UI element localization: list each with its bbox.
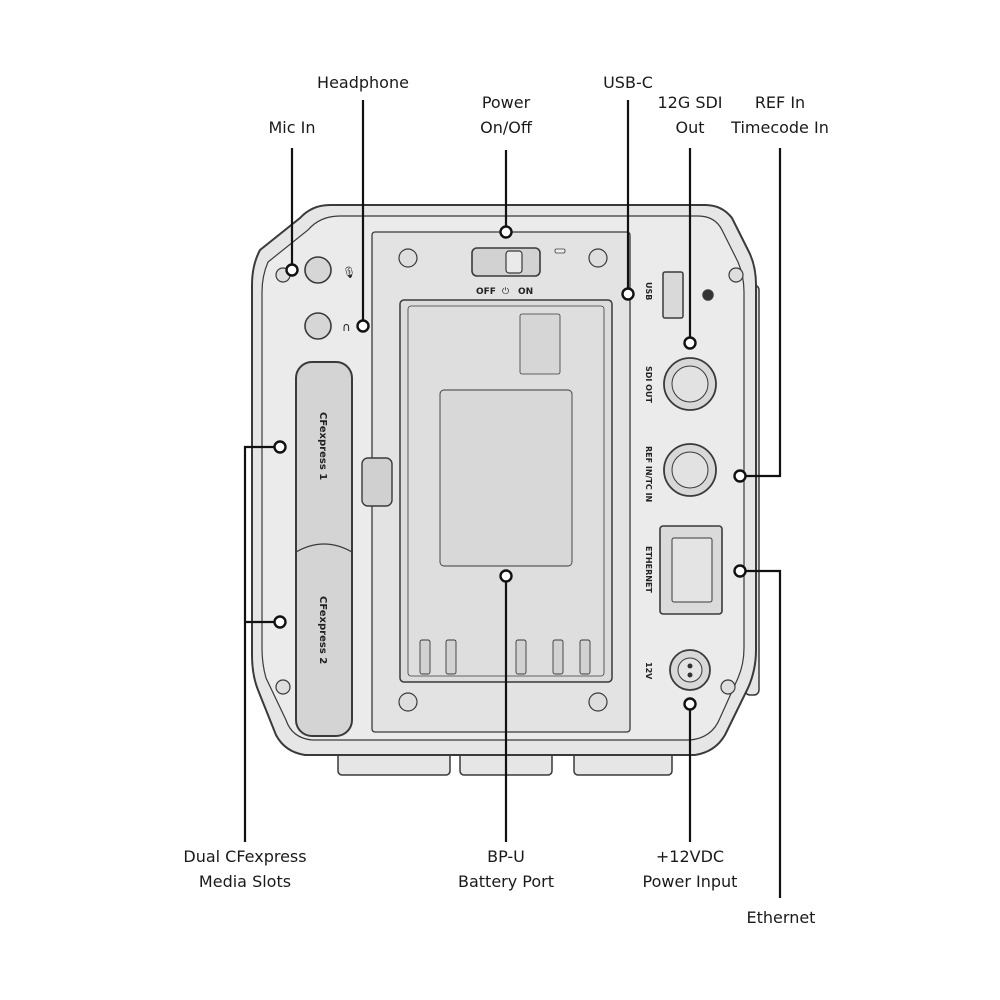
ref-callout: REF In Timecode In (722, 90, 838, 140)
usb-label: USB (644, 282, 653, 300)
media-slot-door (295, 361, 353, 737)
power-callout-line2: On/Off (480, 118, 532, 137)
power-callout-line1: Power (481, 93, 531, 112)
media-callout: Dual CFexpress Media Slots (165, 844, 325, 894)
media-slot-divider (295, 543, 353, 553)
headphone-callout-text: Headphone (317, 73, 409, 92)
sdi-callout: 12G SDI Out (642, 90, 738, 140)
power-icon: ⏻ (502, 286, 509, 297)
door-grip (361, 457, 393, 507)
switch-on-label: ON (518, 287, 533, 297)
sdi-connector-inner (671, 365, 709, 403)
device-lettering: OFF ON ⏻ 🎙 ∩ USB SDI OUT REF IN/TC IN ET… (317, 266, 653, 680)
screws (275, 248, 744, 712)
mic-in-callout-text: Mic In (268, 118, 316, 137)
leader-media (243, 445, 280, 842)
headphone-icon: ∩ (342, 320, 351, 334)
power-switch-knob (505, 250, 523, 274)
headphone-callout: Headphone (303, 70, 423, 95)
usb-c-callout: USB-C (578, 70, 678, 95)
led-indicator (702, 289, 714, 301)
battery-callout-line2: Battery Port (457, 872, 555, 891)
ethernet-label: ETHERNET (644, 546, 653, 593)
sdi-callout-line2: Out (675, 118, 705, 137)
battery-callout-line1: BP-U (487, 847, 525, 866)
dc-callout-line1: +12VDC (655, 847, 725, 866)
ethernet-callout-text: Ethernet (746, 908, 816, 927)
ethernet-jack (671, 537, 713, 603)
leader-ref (740, 148, 782, 478)
mic-in-callout: Mic In (242, 115, 342, 140)
microphone-icon: 🎙 (342, 266, 356, 279)
media-callout-line1: Dual CFexpress (183, 847, 307, 866)
headphone-jack (304, 312, 332, 340)
dc-connector-inner (677, 657, 703, 683)
battery-callout: BP-U Battery Port (436, 844, 576, 894)
leader-lines (243, 100, 782, 898)
usb-c-callout-text: USB-C (603, 73, 653, 92)
power-callout: Power On/Off (446, 90, 566, 140)
ref-callout-line2: Timecode In (731, 118, 829, 137)
camera-body (251, 204, 760, 776)
ref-callout-line1: REF In (754, 93, 806, 112)
sdi-callout-line1: 12G SDI (657, 93, 723, 112)
usb-port (662, 271, 684, 319)
dc-12v-label: 12V (644, 662, 653, 680)
ref-connector-inner (671, 451, 709, 489)
callout-dots (273, 225, 747, 711)
battery-latch (519, 313, 561, 375)
dc-callout-line2: Power Input (642, 872, 738, 891)
slot-2-label: CFexpress 2 (317, 596, 328, 664)
mic-jack (304, 256, 332, 284)
battery-contacts (419, 639, 591, 675)
leader-ethernet (740, 569, 782, 898)
dc-pin-bottom (687, 672, 693, 678)
sdi-out-label: SDI OUT (644, 366, 653, 403)
dc-callout: +12VDC Power Input (626, 844, 754, 894)
battery-label-area (439, 389, 573, 567)
slot-1-label: CFexpress 1 (317, 412, 328, 480)
ethernet-callout: Ethernet (726, 905, 836, 930)
media-callout-line2: Media Slots (198, 872, 292, 891)
ref-in-label: REF IN/TC IN (644, 446, 653, 502)
power-led-slot (554, 248, 566, 254)
dc-pin-top (687, 663, 693, 669)
switch-off-label: OFF (476, 287, 496, 297)
